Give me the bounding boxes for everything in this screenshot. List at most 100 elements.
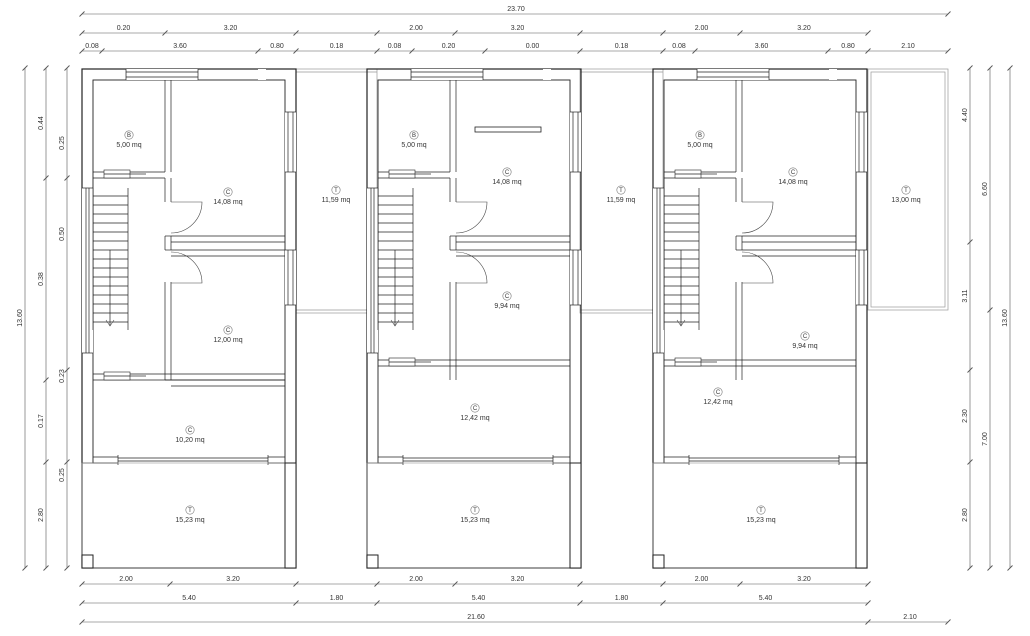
dimension-label: 0.08 bbox=[672, 43, 686, 50]
dimension-tick bbox=[945, 48, 951, 54]
dimension-tick bbox=[22, 565, 28, 571]
stair bbox=[377, 188, 414, 330]
dimension-tick bbox=[987, 307, 993, 313]
room-code: C bbox=[226, 190, 231, 196]
room-code: T bbox=[334, 188, 338, 194]
room-code: T bbox=[904, 188, 908, 194]
dimension-label: 5.40 bbox=[759, 595, 773, 602]
room-code: C bbox=[803, 334, 808, 340]
room-code: T bbox=[759, 508, 763, 514]
dimension-lines bbox=[22, 11, 1013, 625]
dimension-tick bbox=[865, 48, 871, 54]
dimension-label: 2.10 bbox=[903, 614, 917, 621]
dimension-label: 6.60 bbox=[982, 182, 989, 196]
porch bbox=[366, 462, 582, 569]
dimension-label: 3.20 bbox=[797, 576, 811, 583]
room-code: T bbox=[188, 508, 192, 514]
room-code: B bbox=[127, 133, 131, 139]
dimension-label: 2.10 bbox=[901, 43, 915, 50]
opening bbox=[653, 188, 664, 353]
room-badge bbox=[616, 185, 626, 195]
dimension-label: 21.60 bbox=[467, 614, 485, 621]
dimension-tick bbox=[945, 619, 951, 625]
outer-wall bbox=[366, 68, 582, 569]
window-gap bbox=[543, 69, 551, 80]
dimension-label: 0.17 bbox=[38, 414, 45, 428]
room-badge bbox=[800, 331, 810, 341]
dimension-label: 0.18 bbox=[330, 43, 344, 50]
dimension-label: 13.60 bbox=[17, 309, 24, 327]
room-badge bbox=[185, 425, 195, 435]
room-code: C bbox=[791, 170, 796, 176]
room-badge bbox=[470, 505, 480, 515]
stair-arrow bbox=[676, 319, 686, 327]
outer-wall bbox=[652, 68, 868, 569]
room-code: C bbox=[505, 294, 510, 300]
dimension-tick bbox=[79, 581, 85, 587]
dimension-label: 0.38 bbox=[38, 272, 45, 286]
dimension-tick bbox=[577, 48, 583, 54]
window-gap bbox=[118, 455, 268, 465]
dimension-tick bbox=[79, 30, 85, 36]
dimension-tick bbox=[64, 65, 70, 71]
dimension-tick bbox=[64, 565, 70, 571]
dimension-tick bbox=[737, 30, 743, 36]
dimension-tick bbox=[374, 48, 380, 54]
window-gap bbox=[570, 250, 581, 305]
room-badge bbox=[409, 130, 419, 140]
opening bbox=[367, 188, 378, 353]
dimension-tick bbox=[22, 65, 28, 71]
dimension-tick bbox=[79, 48, 85, 54]
dimension-tick bbox=[825, 48, 831, 54]
room-badge bbox=[901, 185, 911, 195]
dimension-label: 5.40 bbox=[472, 595, 486, 602]
room-area: 14,08 mq bbox=[778, 179, 807, 186]
dimension-label: 2.30 bbox=[962, 409, 969, 423]
dimension-tick bbox=[162, 30, 168, 36]
room-area: 5,00 mq bbox=[401, 142, 426, 149]
window-gap bbox=[570, 112, 581, 172]
room-area: 12,42 mq bbox=[703, 399, 732, 406]
dimension-label: 13.60 bbox=[1002, 309, 1009, 327]
dimension-tick bbox=[64, 175, 70, 181]
dimension-tick bbox=[43, 175, 49, 181]
dimension-label: 3.20 bbox=[226, 576, 240, 583]
porch bbox=[81, 462, 297, 569]
dimension-label: 2.00 bbox=[409, 25, 423, 32]
dimension-tick bbox=[79, 11, 85, 17]
dimension-tick bbox=[43, 65, 49, 71]
dimension-label: 0.20 bbox=[442, 43, 456, 50]
dimension-label: 0.44 bbox=[38, 116, 45, 130]
dimension-tick bbox=[967, 565, 973, 571]
room-area: 9,94 mq bbox=[494, 303, 519, 310]
dimension-label: 2.00 bbox=[695, 576, 709, 583]
dimension-tick bbox=[293, 581, 299, 587]
stair-arrow bbox=[390, 319, 400, 327]
dimension-tick bbox=[865, 581, 871, 587]
dimension-tick bbox=[987, 65, 993, 71]
stair bbox=[92, 188, 129, 330]
pillar bbox=[366, 554, 379, 569]
room-code: C bbox=[505, 170, 510, 176]
dimension-tick bbox=[660, 30, 666, 36]
dimension-tick bbox=[64, 459, 70, 465]
dimension-label: 2.00 bbox=[119, 576, 133, 583]
room-badge bbox=[331, 185, 341, 195]
wall bbox=[569, 462, 582, 569]
window-gap bbox=[126, 69, 198, 80]
pillar bbox=[81, 554, 94, 569]
dimension-label: 0.80 bbox=[270, 43, 284, 50]
dimension-tick bbox=[167, 581, 173, 587]
dimension-tick bbox=[865, 30, 871, 36]
dimension-tick bbox=[255, 48, 261, 54]
dimension-label: 23.70 bbox=[507, 6, 525, 13]
window-gap bbox=[258, 69, 266, 80]
dimension-tick bbox=[577, 581, 583, 587]
dimension-tick bbox=[1007, 65, 1013, 71]
window-gap bbox=[411, 69, 483, 80]
door-swing bbox=[170, 251, 203, 284]
room-code: B bbox=[698, 133, 702, 139]
